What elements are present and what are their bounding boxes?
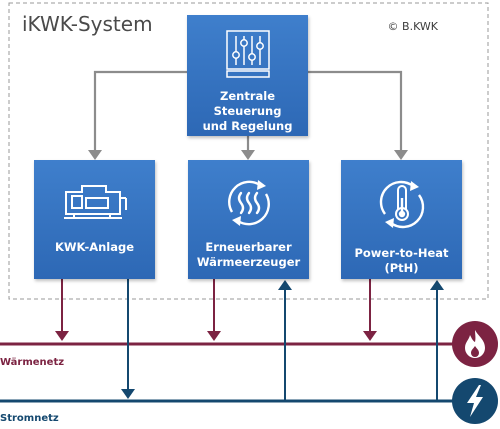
power-network-label: Stromnetz [0,413,59,424]
control-label-line1: Zentrale Steuerung [213,89,282,118]
control-line-kwk [93,70,187,152]
sliders-icon [225,30,270,78]
heat-generator-box-label: Erneuerbarer Wärmeerzeuger [197,240,300,270]
power-arrowheads [121,280,444,399]
power-arrowhead-pth [430,280,444,290]
heat-generator-box: Erneuerbarer Wärmeerzeuger [188,160,309,279]
heat-cycle-icon [227,180,270,226]
lightning-icon [452,378,498,424]
pth-box: Power-to-Heat (PtH) [341,160,462,279]
chp-engine-icon [63,185,127,219]
heat-generator-label-line1: Erneuerbarer [205,240,292,254]
arrowhead-pth [394,150,408,160]
arrowhead-heat [241,150,255,160]
power-arrowhead-generator [278,280,292,290]
control-connectors [93,70,403,152]
pth-box-label: Power-to-Heat (PtH) [354,246,449,275]
control-box-label: Zentrale Steuerung und Regelung [187,89,308,134]
flame-icon [452,321,498,367]
control-line-pth [308,70,403,152]
system-boundary [8,2,489,300]
power-arrowhead-kwk [121,389,135,399]
control-box: Zentrale Steuerung und Regelung [187,15,308,136]
kwk-box-label: KWK-Anlage [54,240,135,254]
control-label-line2: und Regelung [202,119,293,133]
control-arrowheads [88,150,408,160]
copyright-notice: © B.KWK [387,20,438,33]
arrowhead-kwk [88,150,102,160]
thermometer-cycle-icon [379,180,424,229]
heat-arrowhead-kwk [55,331,69,341]
heat-network-label: Wärmenetz [0,357,65,368]
power-lines [127,279,438,401]
heat-arrowhead-pth [363,331,377,341]
kwk-box: KWK-Anlage [34,160,155,279]
heat-feed-lines [61,279,371,333]
heat-arrowhead-generator [207,331,221,341]
system-title: iKWK-System [22,12,153,36]
heat-generator-label-line2: Wärmeerzeuger [196,255,301,269]
heat-feed-arrowheads [55,331,377,341]
